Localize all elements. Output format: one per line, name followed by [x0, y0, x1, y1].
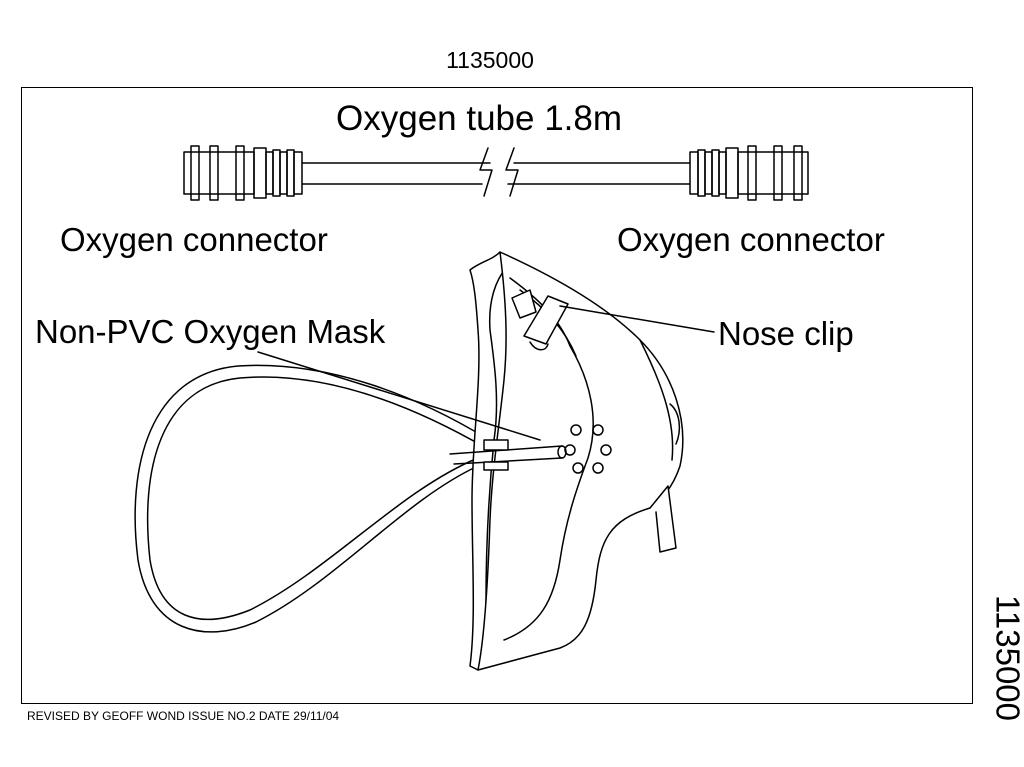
left-connector — [183, 145, 303, 201]
oxygen-tube — [183, 145, 809, 201]
leader-nose-clip — [559, 305, 715, 333]
vent-holes — [564, 424, 612, 474]
label-connector-left: Oxygen connector — [60, 221, 328, 258]
nose-clip-shape — [523, 295, 569, 345]
part-number-top: 1135000 — [446, 47, 534, 73]
label-oxygen-tube: Oxygen tube 1.8m — [336, 99, 622, 138]
revision-footer: REVISED BY GEOFF WOND ISSUE NO.2 DATE 29… — [27, 709, 340, 723]
right-connector — [689, 145, 809, 201]
elastic-strap — [146, 376, 487, 621]
oxygen-mask — [134, 251, 715, 671]
tube-body — [301, 147, 691, 197]
drawing-frame — [21, 87, 973, 704]
leader-mask — [257, 351, 541, 441]
label-mask: Non-PVC Oxygen Mask — [35, 313, 386, 350]
label-nose-clip: Nose clip — [718, 315, 854, 352]
label-connector-right: Oxygen connector — [617, 221, 885, 258]
